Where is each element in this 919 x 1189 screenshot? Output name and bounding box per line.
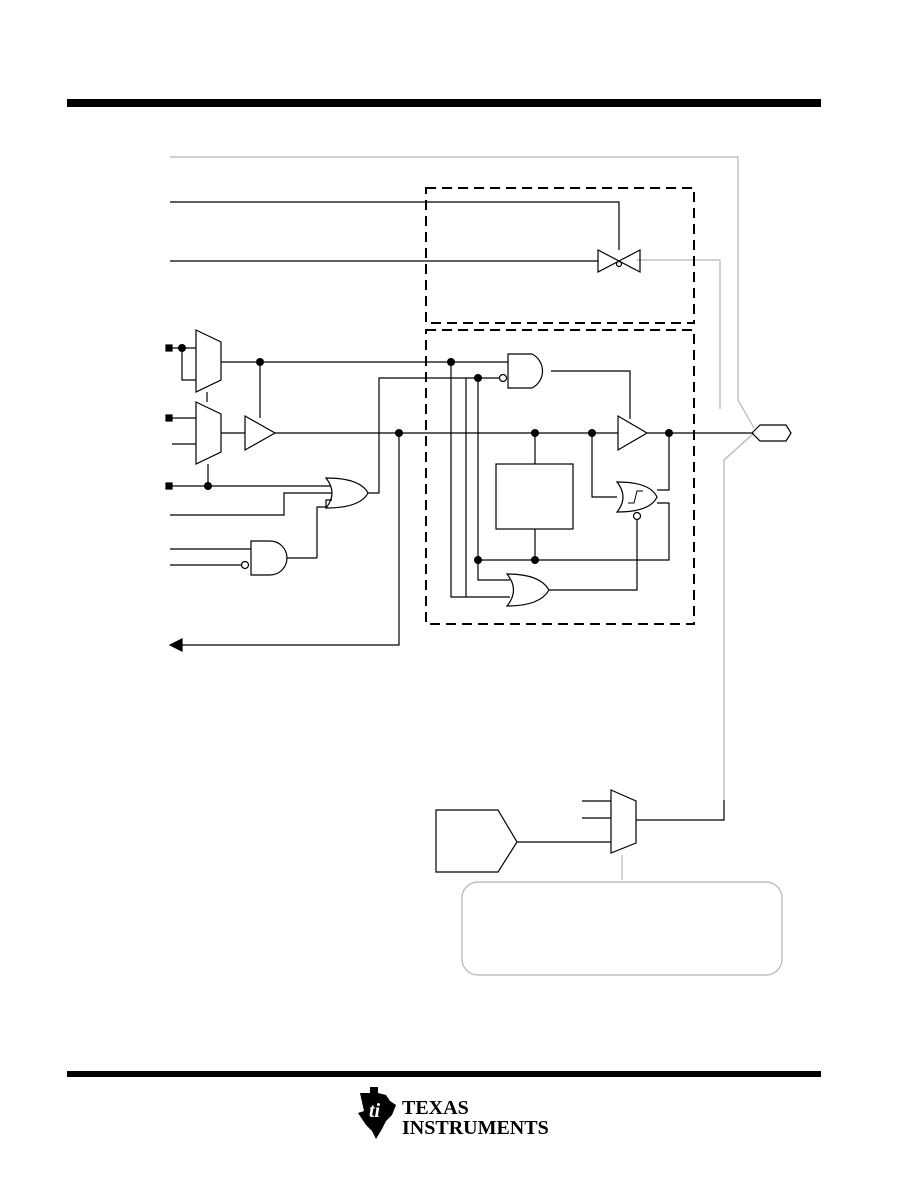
dashed-box-upper	[425, 187, 695, 324]
junction-dots	[178, 344, 673, 564]
ti-state-emblem-icon: ti	[358, 1087, 396, 1139]
mux-1	[195, 329, 222, 393]
gray-boundary	[170, 156, 783, 976]
svg-text:ti: ti	[369, 1100, 381, 1122]
dashed-box-lower	[425, 329, 695, 625]
input-pins	[165, 344, 173, 490]
footer-rule	[67, 1071, 821, 1077]
ti-logo: ti TEXAS INSTRUMENTS	[356, 1085, 549, 1145]
mux-bottom	[610, 789, 637, 854]
or-gate-lower	[505, 573, 550, 607]
buffer-1	[244, 414, 277, 452]
mux-2	[195, 401, 222, 465]
schmitt-or-gate	[615, 481, 658, 513]
logic-block	[495, 463, 574, 530]
logo-texas: TEXAS	[402, 1097, 469, 1119]
header-rule	[67, 99, 821, 107]
pentagon-block	[435, 809, 518, 873]
logo-instruments: INSTRUMENTS	[402, 1117, 549, 1139]
transmission-gate	[597, 249, 641, 273]
output-buffer	[617, 414, 649, 452]
wire-top-1	[170, 201, 620, 250]
or-gate-left	[324, 477, 369, 509]
io-pad	[751, 424, 792, 442]
nand-gate	[507, 353, 544, 389]
output-arrow	[168, 638, 183, 652]
and-gate-left	[250, 540, 288, 576]
